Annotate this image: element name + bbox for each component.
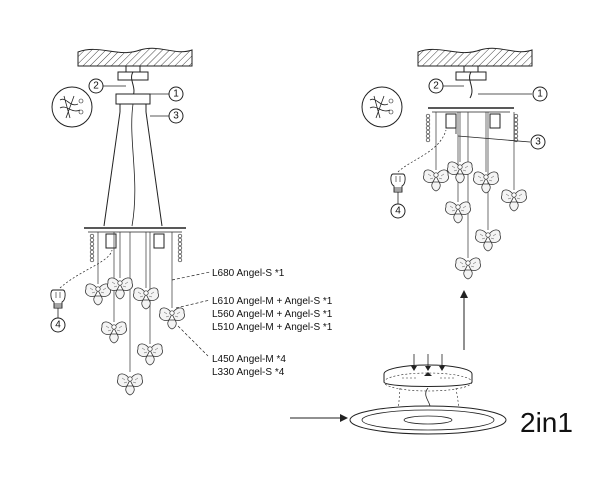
- svg-text:3: 3: [173, 111, 179, 122]
- mounting-disc-assembly: [290, 354, 507, 435]
- callout-4-left: 4: [50, 317, 66, 333]
- svg-text:1: 1: [173, 89, 179, 100]
- label-l330: L330 Angel-S *4: [212, 367, 285, 378]
- callout-4-right: 4: [390, 203, 406, 219]
- callout-3-right: 3: [530, 134, 546, 150]
- right-assembly: [361, 47, 533, 350]
- ceiling-left: [77, 47, 193, 67]
- svg-text:4: 4: [395, 206, 401, 217]
- label-l680: L680 Angel-S *1: [212, 268, 285, 279]
- callout-2-left: 2: [88, 78, 104, 94]
- label-l610: L610 Angel-M + Angel-S *1: [212, 296, 333, 307]
- wiring-detail-left: [51, 86, 93, 128]
- svg-text:2: 2: [433, 81, 439, 92]
- callout-1-left: 1: [168, 86, 184, 102]
- svg-text:3: 3: [535, 137, 541, 148]
- svg-text:2: 2: [93, 81, 99, 92]
- callout-3-left: 3: [168, 108, 184, 124]
- two-in-one-badge: 2in1: [520, 407, 573, 438]
- wiring-detail-right: [361, 86, 403, 128]
- label-l510: L510 Angel-M + Angel-S *1: [212, 322, 333, 333]
- ceiling-right: [417, 47, 533, 67]
- callout-1-right: 1: [532, 86, 548, 102]
- callout-2-right: 2: [428, 78, 444, 94]
- left-assembly: [50, 47, 211, 396]
- svg-text:4: 4: [55, 320, 61, 331]
- svg-text:1: 1: [537, 89, 543, 100]
- label-l560: L560 Angel-M + Angel-S *1: [212, 309, 333, 320]
- label-l450: L450 Angel-M *4: [212, 354, 286, 365]
- canopy-left: [117, 71, 149, 81]
